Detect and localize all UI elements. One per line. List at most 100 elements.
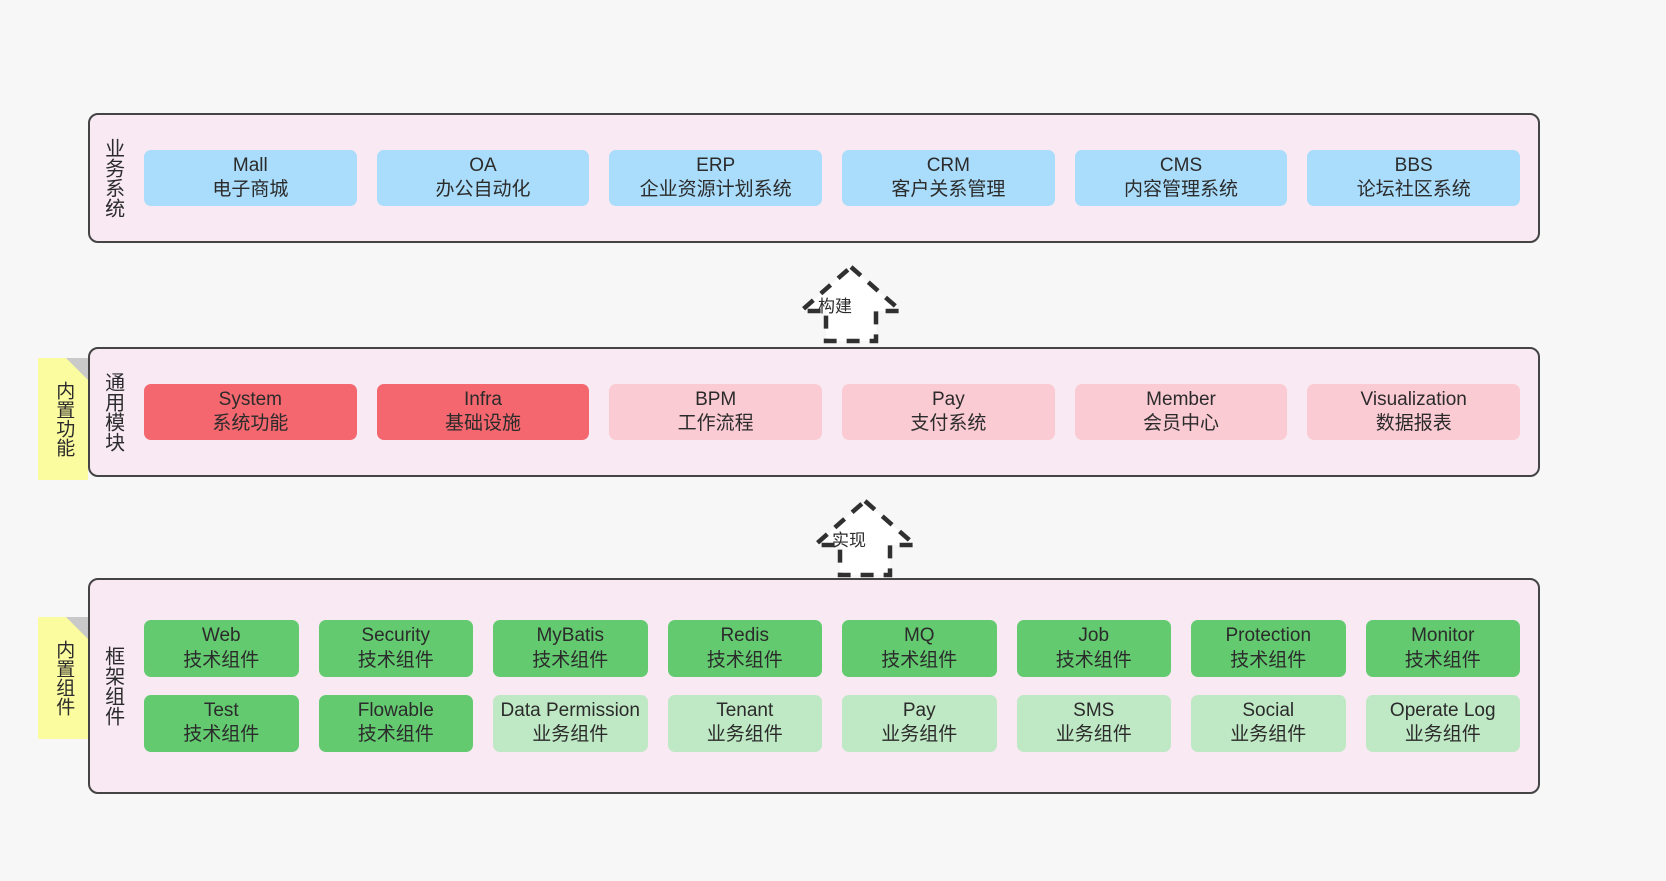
node-social-name: Social xyxy=(1242,700,1295,721)
node-pay-component-name: Pay xyxy=(902,700,936,721)
node-web[interactable]: Web 技术组件 xyxy=(144,620,299,677)
node-security-name: Security xyxy=(361,625,431,647)
node-crm[interactable]: CRM 客户关系管理 xyxy=(842,149,1055,207)
node-bbs-sub: 论坛社区系统 xyxy=(1356,179,1471,200)
connector-implement-arrow xyxy=(809,497,921,579)
node-system[interactable]: System 系统功能 xyxy=(144,383,357,441)
node-job-name: Job xyxy=(1078,625,1110,647)
node-bbs[interactable]: BBS 论坛社区系统 xyxy=(1307,149,1521,207)
node-operate-log-sub: 业务组件 xyxy=(1404,724,1481,746)
build-arrow-icon xyxy=(795,264,907,344)
node-row: Mall 电子商城 OA 办公自动化 ERP 企业资源计划系统 CRM 客户关系… xyxy=(144,149,1521,207)
node-monitor[interactable]: Monitor 技术组件 xyxy=(1365,620,1520,677)
node-web-sub: 技术组件 xyxy=(183,649,260,671)
node-security[interactable]: Security 技术组件 xyxy=(318,620,473,677)
layer-common-module-body: System 系统功能 Infra 基础设施 BPM 工作流程 Pay 支付系统… xyxy=(134,349,1538,475)
node-data-permission-sub: 业务组件 xyxy=(532,724,609,746)
node-tenant[interactable]: Tenant 业务组件 xyxy=(667,695,822,752)
node-flowable[interactable]: Flowable 技术组件 xyxy=(318,695,473,752)
node-mall[interactable]: Mall 电子商城 xyxy=(144,149,357,207)
node-test-name: Test xyxy=(203,700,239,721)
node-protection-sub: 技术组件 xyxy=(1230,649,1307,671)
node-sms[interactable]: SMS 业务组件 xyxy=(1016,695,1171,752)
node-bpm-sub: 工作流程 xyxy=(677,413,754,434)
layer-framework-component-body: Web 技术组件 Security 技术组件 MyBatis 技术组件 Redi… xyxy=(134,580,1538,792)
node-pay-module-name: Pay xyxy=(931,388,965,410)
node-visualization-sub: 数据报表 xyxy=(1375,413,1452,434)
node-protection-name: Protection xyxy=(1225,625,1312,647)
node-mybatis-sub: 技术组件 xyxy=(532,649,609,671)
connector-build-label: 构建 xyxy=(818,297,852,316)
node-mq-sub: 技术组件 xyxy=(881,649,958,671)
node-sms-name: SMS xyxy=(1073,700,1115,721)
node-bpm-name: BPM xyxy=(695,388,737,410)
node-redis-sub: 技术组件 xyxy=(706,649,783,671)
node-pay-module-sub: 支付系统 xyxy=(910,413,987,434)
node-pay-component[interactable]: Pay 业务组件 xyxy=(842,695,997,752)
node-cms-name: CMS xyxy=(1159,154,1203,176)
node-infra-name: Infra xyxy=(463,388,503,410)
node-mq[interactable]: MQ 技术组件 xyxy=(842,620,997,677)
node-infra[interactable]: Infra 基础设施 xyxy=(376,383,590,441)
node-erp-sub: 企业资源计划系统 xyxy=(639,179,792,200)
node-erp-name: ERP xyxy=(696,154,736,176)
node-row: Test 技术组件 Flowable 技术组件 Data Permission … xyxy=(144,695,1520,752)
node-oa[interactable]: OA 办公自动化 xyxy=(376,149,590,207)
node-bbs-name: BBS xyxy=(1394,154,1433,176)
node-operate-log-name: Operate Log xyxy=(1389,700,1496,721)
note-builtin-functions: 内置功能 xyxy=(38,358,88,480)
node-system-sub: 系统功能 xyxy=(212,413,289,434)
node-oa-sub: 办公自动化 xyxy=(435,179,531,200)
node-mybatis[interactable]: MyBatis 技术组件 xyxy=(493,620,648,677)
node-social-sub: 业务组件 xyxy=(1230,724,1307,746)
connector-build-arrow xyxy=(795,263,907,345)
layer-business-system-body: Mall 电子商城 OA 办公自动化 ERP 企业资源计划系统 CRM 客户关系… xyxy=(134,115,1538,241)
node-protection[interactable]: Protection 技术组件 xyxy=(1191,620,1346,677)
node-web-name: Web xyxy=(201,625,241,647)
note-builtin-functions-text: 内置功能 xyxy=(53,381,75,457)
node-monitor-name: Monitor xyxy=(1411,625,1475,647)
layer-business-system: 业务系统 Mall 电子商城 OA 办公自动化 ERP 企业资源计划系统 CRM… xyxy=(88,113,1540,243)
node-bpm[interactable]: BPM 工作流程 xyxy=(609,383,823,441)
node-mall-sub: 电子商城 xyxy=(212,179,289,200)
node-crm-name: CRM xyxy=(926,154,970,176)
node-member[interactable]: Member 会员中心 xyxy=(1074,383,1288,441)
node-mall-name: Mall xyxy=(232,154,268,176)
node-member-name: Member xyxy=(1146,388,1216,410)
layer-common-module-title: 通用模块 xyxy=(101,372,124,452)
node-security-sub: 技术组件 xyxy=(357,649,434,671)
note-builtin-components-text: 内置组件 xyxy=(53,640,75,716)
node-visualization[interactable]: Visualization 数据报表 xyxy=(1307,383,1521,441)
node-system-name: System xyxy=(218,388,283,410)
node-test[interactable]: Test 技术组件 xyxy=(144,695,299,752)
node-pay-module[interactable]: Pay 支付系统 xyxy=(842,383,1055,441)
node-member-sub: 会员中心 xyxy=(1143,413,1220,434)
node-test-sub: 技术组件 xyxy=(183,724,260,746)
layer-framework-component: 框架组件 Web 技术组件 Security 技术组件 MyBatis 技术组件… xyxy=(88,578,1540,794)
node-job-sub: 技术组件 xyxy=(1055,649,1132,671)
implement-arrow-icon xyxy=(809,498,921,578)
node-row: Web 技术组件 Security 技术组件 MyBatis 技术组件 Redi… xyxy=(144,620,1520,677)
node-redis[interactable]: Redis 技术组件 xyxy=(667,620,822,677)
node-redis-name: Redis xyxy=(720,625,770,647)
node-erp[interactable]: ERP 企业资源计划系统 xyxy=(609,149,823,207)
node-cms[interactable]: CMS 内容管理系统 xyxy=(1074,149,1288,207)
node-job[interactable]: Job 技术组件 xyxy=(1016,620,1171,677)
node-data-permission[interactable]: Data Permission 业务组件 xyxy=(493,695,648,752)
node-tenant-sub: 业务组件 xyxy=(706,724,783,746)
node-infra-sub: 基础设施 xyxy=(445,413,522,434)
node-pay-component-sub: 业务组件 xyxy=(881,724,958,746)
node-cms-sub: 内容管理系统 xyxy=(1124,179,1239,200)
layer-framework-component-title: 框架组件 xyxy=(101,646,124,726)
node-sms-sub: 业务组件 xyxy=(1055,724,1132,746)
node-social[interactable]: Social 业务组件 xyxy=(1191,695,1346,752)
node-mq-name: MQ xyxy=(903,625,935,647)
note-builtin-components: 内置组件 xyxy=(38,617,88,739)
node-data-permission-name: Data Permission xyxy=(500,700,640,721)
node-operate-log[interactable]: Operate Log 业务组件 xyxy=(1365,695,1520,752)
node-flowable-sub: 技术组件 xyxy=(357,724,434,746)
layer-common-module: 通用模块 System 系统功能 Infra 基础设施 BPM 工作流程 Pay… xyxy=(88,347,1540,477)
node-flowable-name: Flowable xyxy=(357,700,434,721)
node-row: System 系统功能 Infra 基础设施 BPM 工作流程 Pay 支付系统… xyxy=(144,383,1521,441)
